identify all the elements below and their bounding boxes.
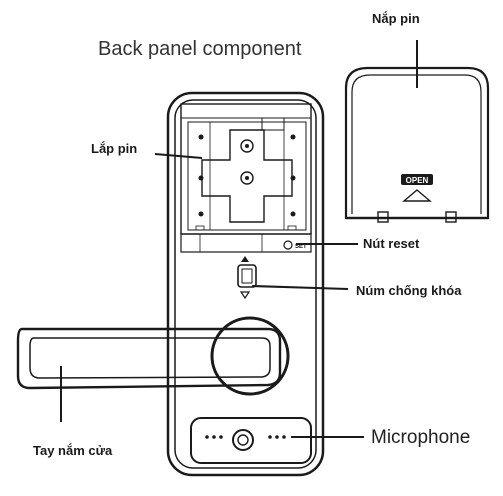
- leader-lines: [60, 40, 418, 438]
- door-handle: [16, 327, 282, 390]
- open-engraving: OPEN: [406, 176, 429, 185]
- label-battery-cover: Nắp pin: [372, 11, 420, 26]
- label-anti-lock-knob: Núm chống khóa: [356, 283, 462, 298]
- handle-rose: [210, 316, 290, 396]
- battery-cover-part: [344, 66, 490, 223]
- battery-compartment: [180, 103, 312, 235]
- label-door-handle: Tay nắm cửa: [33, 443, 113, 458]
- reset-strip: [180, 233, 312, 253]
- leader-battery-install: [154, 153, 203, 159]
- reset-button-shape: [283, 240, 293, 250]
- label-microphone: Microphone: [371, 427, 471, 448]
- label-battery-install: Lắp pin: [91, 141, 138, 156]
- set-engraving: SET: [295, 244, 307, 250]
- lock-body: [166, 91, 325, 477]
- anti-lock-knob: [237, 256, 257, 300]
- diagram-title: Back panel component: [98, 38, 302, 60]
- leader-anti-lock: [251, 285, 349, 290]
- label-reset-button: Nút reset: [363, 236, 420, 251]
- microphone-bar: [190, 417, 312, 464]
